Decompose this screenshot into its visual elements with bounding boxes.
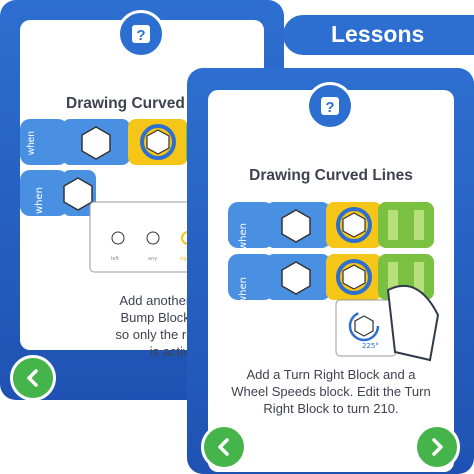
chevron-right-icon — [432, 438, 443, 456]
svg-text:?: ? — [325, 99, 334, 116]
question-badge-back[interactable]: ? — [117, 10, 165, 58]
angle-label: 225° — [362, 342, 379, 350]
question-icon: ? — [132, 25, 150, 44]
sensor-label-any: any — [148, 256, 158, 262]
when-label-front-1: when — [238, 222, 249, 250]
when-label-back-1: when — [26, 131, 37, 156]
when-label-front-2: when — [238, 276, 249, 304]
lesson-title-front: Drawing Curved Lines — [249, 167, 413, 184]
chevron-left-icon — [218, 438, 229, 456]
code-blocks-row-1-front — [228, 202, 434, 248]
next-button[interactable] — [414, 424, 460, 470]
when-label-back-2: when — [34, 186, 45, 214]
lessons-tab[interactable]: Lessons — [283, 15, 474, 55]
chevron-left-icon — [27, 369, 38, 387]
question-icon: ? — [321, 97, 339, 116]
sensor-label-left: left — [111, 256, 120, 262]
lesson-title-back: Drawing Curved Lines — [66, 95, 206, 112]
prev-button[interactable] — [201, 424, 247, 470]
question-badge-front[interactable]: ? — [306, 82, 354, 130]
lesson-card-front-panel: Drawing Curved Lines when — [208, 90, 454, 472]
sensor-label-right: right — [180, 256, 192, 262]
lessons-tab-label: Lessons — [331, 21, 425, 47]
lesson-instruction-front: Add a Turn Right Block and a Wheel Speed… — [231, 367, 431, 416]
svg-text:?: ? — [136, 27, 145, 44]
code-blocks-row-2-front — [228, 254, 440, 362]
lesson-card-front: Drawing Curved Lines when — [187, 68, 474, 474]
back-card-prev-button[interactable] — [10, 355, 56, 400]
